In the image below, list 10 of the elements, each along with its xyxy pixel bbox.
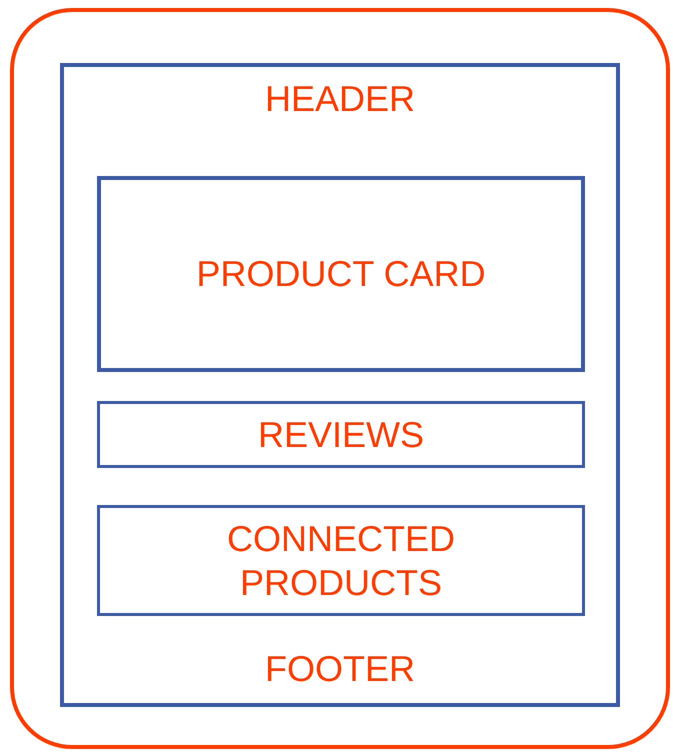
section-box — [97, 505, 585, 616]
layout-box — [60, 63, 620, 707]
page-frame — [10, 8, 670, 749]
section-label: CONNECTED PRODUCTS — [226, 516, 456, 604]
section-label: HEADER — [264, 77, 416, 121]
section-label: REVIEWS — [256, 412, 426, 456]
section-label: PRODUCT CARD — [195, 252, 487, 296]
section-box — [97, 176, 585, 372]
section-label: FOOTER — [264, 647, 416, 691]
section-box — [97, 401, 585, 468]
